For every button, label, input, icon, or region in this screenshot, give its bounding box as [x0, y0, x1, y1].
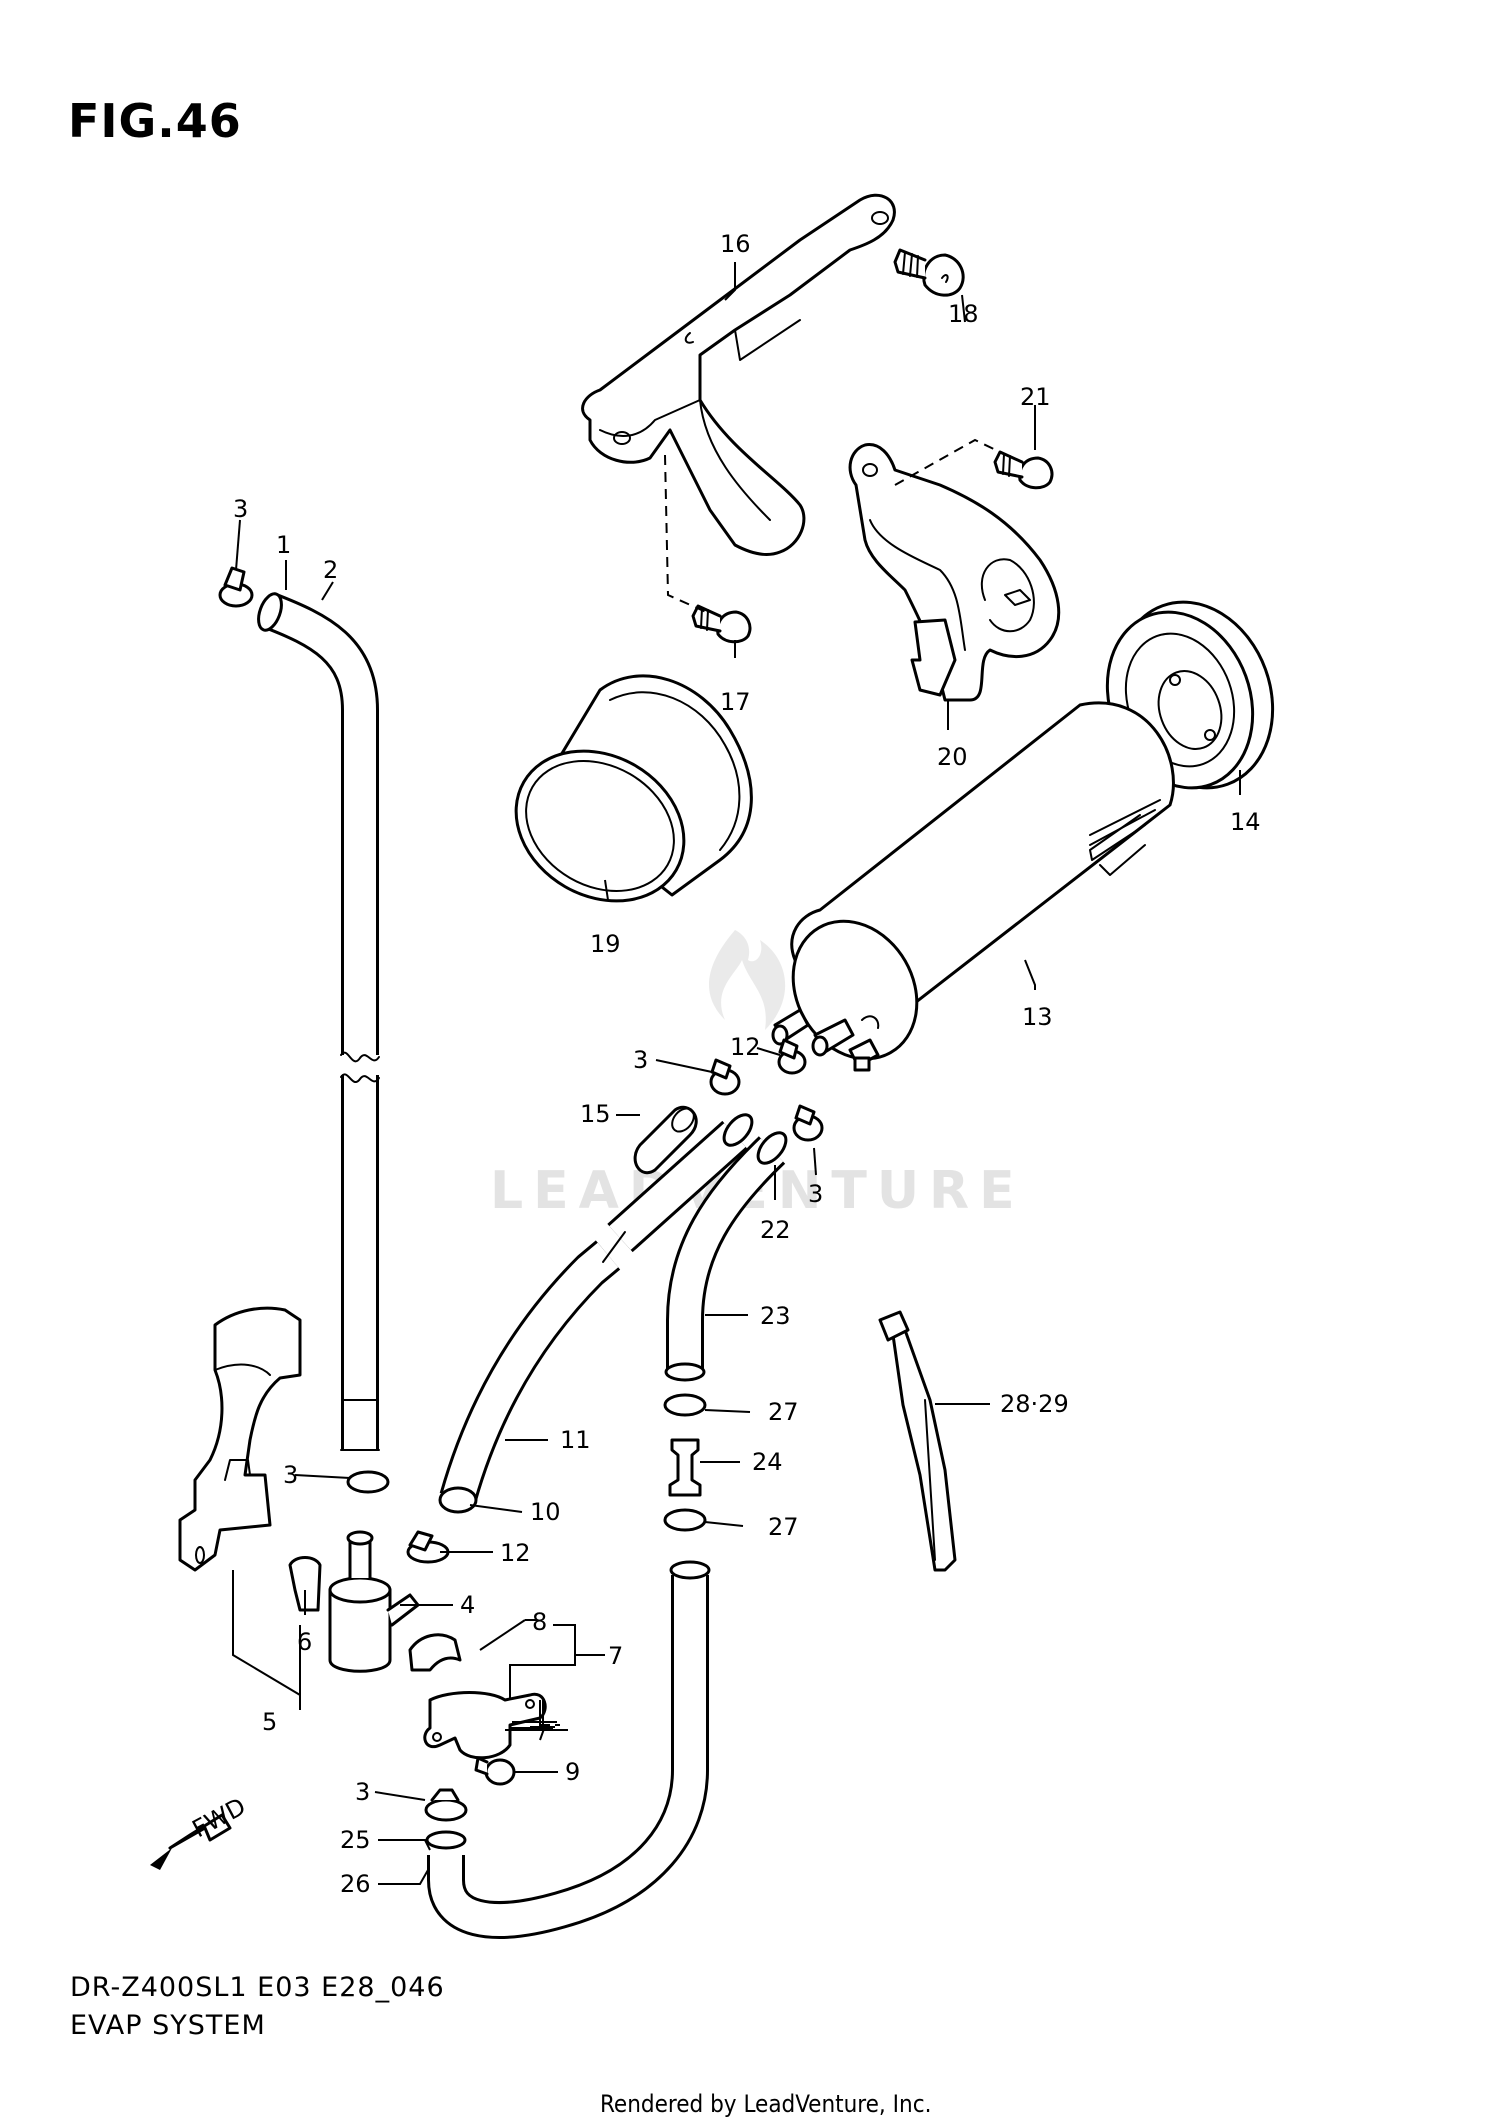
- callout-17: 17: [720, 688, 751, 716]
- screw-part-9: [474, 1756, 516, 1786]
- callout-15: 15: [580, 1100, 611, 1128]
- hose-part-26: [425, 1560, 711, 1939]
- hose-part-23: [664, 1131, 788, 1382]
- callout-2: 2: [323, 556, 338, 584]
- bracket-part-5: [178, 1306, 302, 1572]
- clamp-part-3-left: [346, 1470, 390, 1494]
- assembly-line-16-17: [664, 454, 707, 613]
- callout-26: 26: [340, 1870, 371, 1898]
- callout-16: 16: [720, 230, 751, 258]
- callout-8: 8: [532, 1608, 547, 1636]
- callout-3: 3: [233, 495, 248, 523]
- bolt-part-21: [993, 450, 1054, 490]
- callout-10: 10: [530, 1498, 561, 1526]
- clamp-part-3-bottom: [424, 1788, 468, 1822]
- clamp-part-3-top: [218, 566, 254, 608]
- fwd-arrow-icon: FWD: [150, 1792, 250, 1870]
- holder-part-20: [848, 443, 1061, 702]
- clamp-part-3-center: [709, 1058, 741, 1096]
- callout-13: 13: [1022, 1003, 1053, 1031]
- callout-27-upper: 27: [768, 1398, 799, 1426]
- system-name: EVAP SYSTEM: [70, 2010, 266, 2041]
- clamp-part-12-lower: [406, 1530, 450, 1564]
- callout-28-29: 28·29: [1000, 1390, 1069, 1418]
- cushion-part-8: [408, 1633, 462, 1672]
- clamp-part-3-right: [792, 1104, 824, 1142]
- clamp-bracket-part-7: [423, 1691, 547, 1760]
- hose-part-1-2: [257, 592, 380, 1451]
- callout-21: 21: [1020, 383, 1051, 411]
- bolt-part-17: [691, 604, 752, 644]
- assembly-line-20-21: [894, 438, 1001, 486]
- callout-19: 19: [590, 930, 621, 958]
- callout-7: 7: [608, 1642, 623, 1670]
- clamp-part-27-lower: [663, 1508, 707, 1532]
- callout-12-center: 12: [730, 1033, 761, 1061]
- callout-22: 22: [760, 1216, 791, 1244]
- watermark-flame-logo: [708, 930, 786, 1030]
- callout-25: 25: [340, 1826, 371, 1854]
- leader-lines: [232, 262, 1241, 1885]
- callout-4: 4: [460, 1591, 475, 1619]
- clamp-part-12-center: [777, 1038, 807, 1075]
- bracket-part-16: [581, 193, 896, 556]
- callout-12-lower: 12: [500, 1539, 531, 1567]
- callout-5: 5: [262, 1708, 277, 1736]
- joint-part-24: [668, 1438, 702, 1497]
- callout-3-left: 3: [283, 1461, 298, 1489]
- callout-20: 20: [937, 743, 968, 771]
- callout-24: 24: [752, 1448, 783, 1476]
- figure-title: FIG.46: [68, 94, 242, 148]
- callout-6: 6: [297, 1628, 312, 1656]
- callout-3-center: 3: [633, 1046, 648, 1074]
- callout-1: 1: [276, 531, 291, 559]
- callout-18: 18: [948, 300, 979, 328]
- bolt-part-18: [893, 248, 965, 297]
- model-code: DR-Z400SL1 E03 E28_046: [70, 1972, 445, 2003]
- callout-9: 9: [565, 1758, 580, 1786]
- callout-11: 11: [560, 1426, 591, 1454]
- callout-27-lower: 27: [768, 1513, 799, 1541]
- valve-part-4: [328, 1530, 420, 1673]
- cover-part-19: [514, 674, 753, 903]
- callout-23: 23: [760, 1302, 791, 1330]
- callout-3-bottom: 3: [355, 1778, 370, 1806]
- canister-part-13: [771, 701, 1175, 1072]
- callout-3-right: 3: [808, 1180, 823, 1208]
- hose-part-11: [438, 1113, 754, 1514]
- rendered-by-footer: Rendered by LeadVenture, Inc.: [600, 2090, 932, 2118]
- cap-part-15: [633, 1105, 698, 1174]
- tie-part-28-29: [878, 1310, 957, 1572]
- clamp-part-27-upper: [663, 1393, 707, 1417]
- callout-14: 14: [1230, 808, 1261, 836]
